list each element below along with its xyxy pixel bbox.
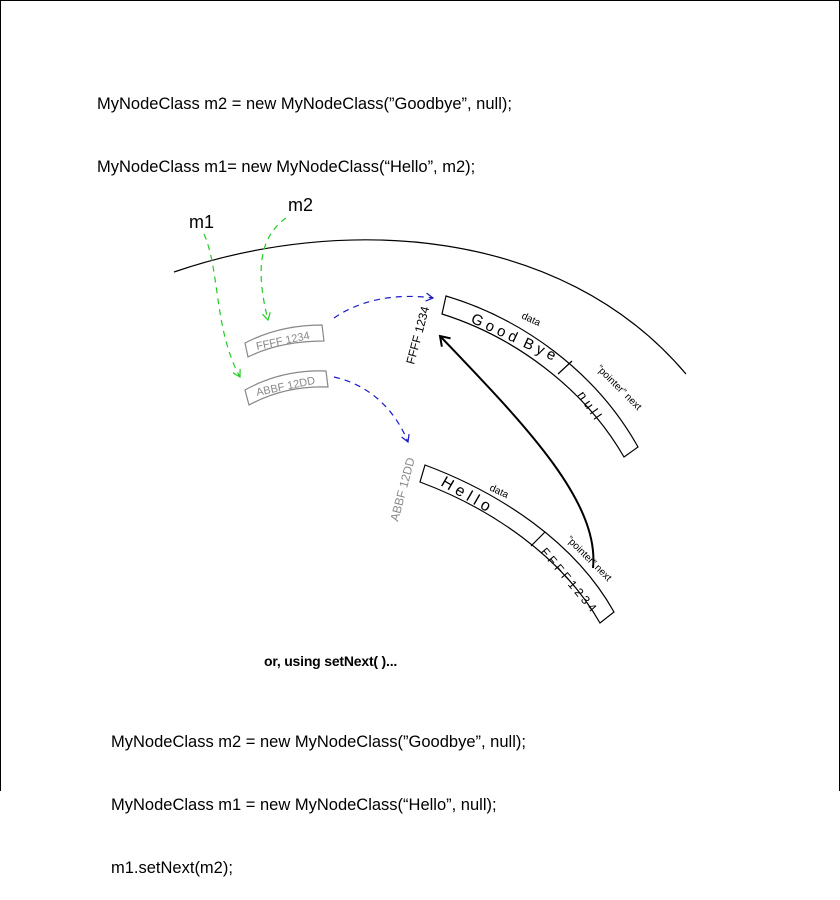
hello-node-box	[419, 464, 615, 624]
m2-heap-arrow	[333, 292, 435, 319]
memory-diagram: m1 m2 FFFF 1234 ABBF 12DD FFFF 1234 data…	[173, 195, 687, 624]
variable-m1-label: m1	[189, 212, 214, 232]
m1-heap-arrow	[333, 376, 410, 444]
hello-node: ABBF 12DD data H e l l o ”pointer” next …	[387, 456, 615, 624]
stack-heap-boundary	[173, 239, 687, 375]
code-line: m1.setNext(m2);	[111, 859, 233, 877]
m1-reference-box	[244, 370, 329, 406]
m2-reference-box	[244, 324, 325, 358]
next-pointer-arrow	[438, 334, 595, 569]
hello-node-address: ABBF 12DD	[387, 456, 418, 523]
goodbye-node: FFFF 1234 data G o o d B y e ”pointer” n…	[403, 295, 643, 458]
goodbye-node-address: FFFF 1234	[403, 305, 432, 366]
goodbye-node-divider	[557, 360, 573, 375]
goodbye-data-value: G o o d B y e	[468, 310, 558, 364]
m2-reference-arrow	[260, 217, 287, 322]
m1-reference-arrow	[203, 233, 241, 379]
code-block-bottom: MyNodeClass m2 = new MyNodeClass(”Goodby…	[111, 690, 526, 900]
alternative-caption: or, using setNext( )...	[264, 653, 398, 669]
hello-node-divider	[530, 531, 546, 547]
goodbye-node-box	[441, 295, 639, 458]
variable-m2-label: m2	[288, 195, 313, 215]
code-line: MyNodeClass m1= new MyNodeClass(“Hello”,…	[97, 158, 476, 176]
code-line: MyNodeClass m2 = new MyNodeClass(”Goodby…	[97, 95, 512, 113]
code-line: MyNodeClass m2 = new MyNodeClass(”Goodby…	[111, 733, 526, 751]
goodbye-data-label: data	[520, 311, 543, 329]
code-block-top: MyNodeClass m2 = new MyNodeClass(”Goodby…	[97, 52, 512, 199]
code-line: MyNodeClass m1 = new MyNodeClass(“Hello”…	[111, 796, 497, 814]
